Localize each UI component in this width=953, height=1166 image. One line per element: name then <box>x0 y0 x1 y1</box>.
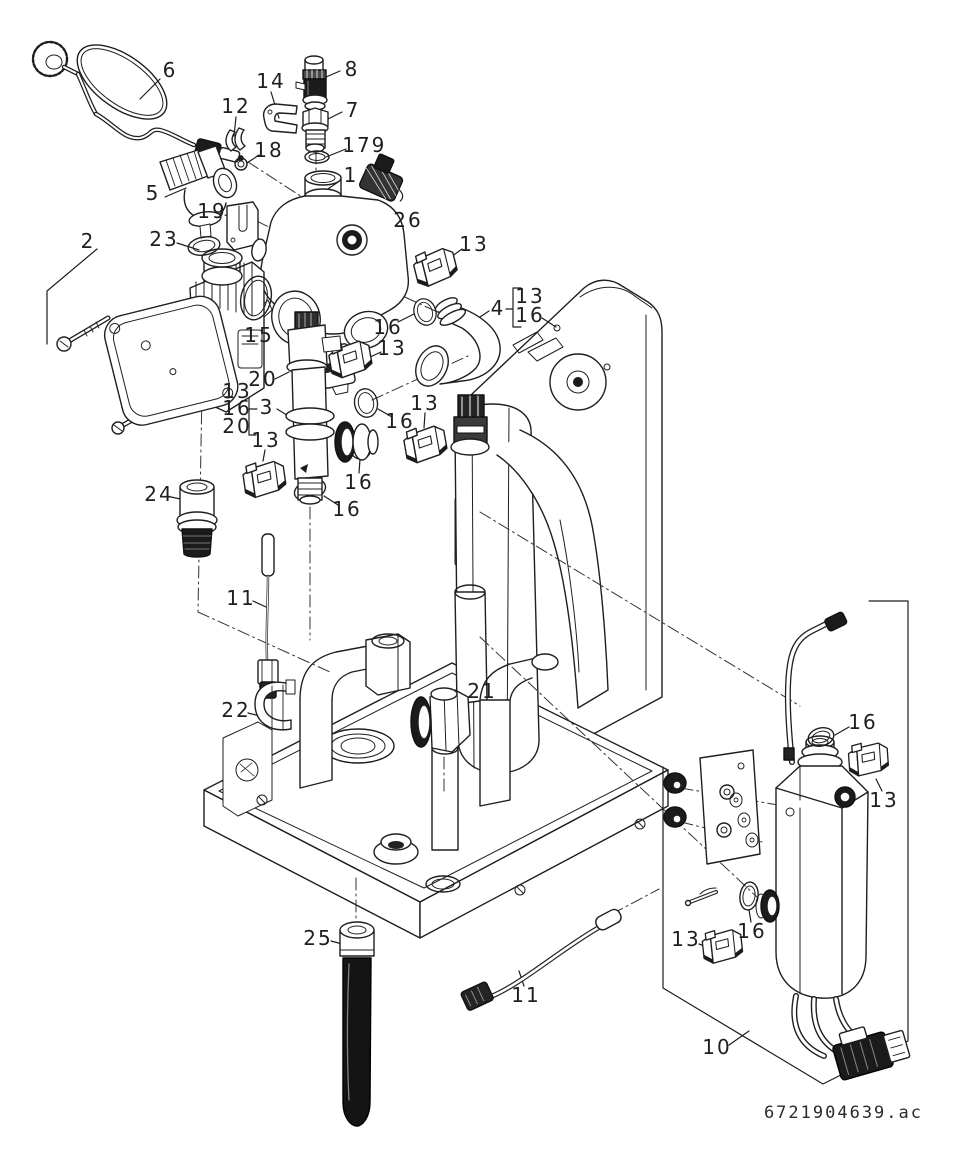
washer-18 <box>234 157 248 171</box>
oring-16 <box>409 294 441 330</box>
filter-24 <box>176 479 218 558</box>
pin-screw <box>684 887 718 907</box>
pump-2 <box>56 248 265 435</box>
sensor-plug-9 <box>359 153 404 202</box>
clip-13 <box>240 458 288 500</box>
fork-bracket-19 <box>226 201 259 251</box>
sensor-11-lower <box>460 908 622 1011</box>
drawing-number: 6721904639.ac <box>763 1103 923 1123</box>
spring-clip-12 <box>225 127 246 152</box>
oring-16 <box>351 386 381 420</box>
clip-13 <box>847 740 890 778</box>
expansion-tank-10 <box>755 611 911 1081</box>
oring-23 <box>187 236 221 256</box>
union-21 <box>410 687 471 753</box>
clip-13 <box>700 927 745 965</box>
fitting-5 <box>159 145 238 239</box>
clip-13 <box>410 244 460 290</box>
valve-8 <box>295 55 328 111</box>
oring-15 <box>239 275 273 321</box>
clip-13 <box>401 422 450 465</box>
mounting-plate-group <box>663 749 761 865</box>
elbow-4 <box>415 297 501 387</box>
oring-17 <box>304 150 330 164</box>
oring-16 <box>739 881 759 911</box>
fitting-7 <box>301 107 329 153</box>
manifold-1 <box>251 170 410 396</box>
drain-hose-25 <box>339 921 375 1127</box>
sensor-11-upper <box>257 533 279 699</box>
cap-and-cable <box>31 40 244 163</box>
base-pipes <box>256 584 646 896</box>
fork-bracket-14 <box>262 103 298 134</box>
oring-16 <box>807 726 835 748</box>
valve-3-actuator-20 <box>285 311 379 505</box>
holder-22 <box>254 679 296 731</box>
